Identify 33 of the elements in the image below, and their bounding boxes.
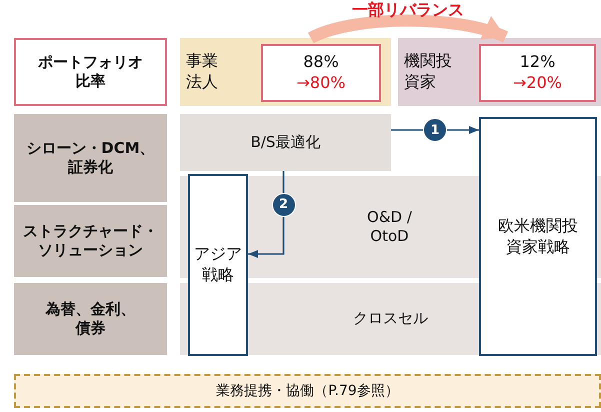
header-box xyxy=(14,38,167,106)
node-text: ポートフォリオ比率 xyxy=(37,52,144,92)
target-text: →20% xyxy=(513,73,562,94)
node-text: 88% xyxy=(303,52,339,73)
segment-band xyxy=(180,38,391,106)
arrow xyxy=(248,171,284,258)
strategy-box xyxy=(188,174,248,356)
node-text: 為替、金利、債券 xyxy=(44,300,136,338)
node-text: 業務提携・協働（P.79参照） xyxy=(216,382,399,400)
ratio-box xyxy=(261,44,381,102)
row-header xyxy=(14,205,167,277)
edge-label: 一部リバランス xyxy=(351,0,466,20)
segment-band xyxy=(398,38,601,106)
row-header xyxy=(14,283,167,355)
node-text: 機関投資家 xyxy=(404,51,453,93)
process-box xyxy=(180,114,391,171)
node-text: 12% xyxy=(520,52,556,73)
node-text: 事業法人 xyxy=(186,51,219,93)
ratio-box xyxy=(479,44,596,102)
node-text: ストラクチャード・ソリューション xyxy=(22,222,159,260)
row-header xyxy=(14,114,167,202)
node-text: アジア戦略 xyxy=(193,244,243,286)
node-text: クロスセル xyxy=(353,309,428,329)
node-text: O&D / OtoD xyxy=(366,208,413,246)
node-text: 欧米機関投資家戦略 xyxy=(497,216,579,258)
node-text: シローン・DCM、証券化 xyxy=(25,138,156,178)
curved-arrow xyxy=(308,14,508,44)
node-text: B/S最適化 xyxy=(250,132,320,152)
edge-label: 1 xyxy=(423,118,447,142)
target-text: →80% xyxy=(296,73,346,94)
arrow xyxy=(391,126,479,134)
strategy-box xyxy=(479,117,597,356)
note-box xyxy=(14,374,601,408)
